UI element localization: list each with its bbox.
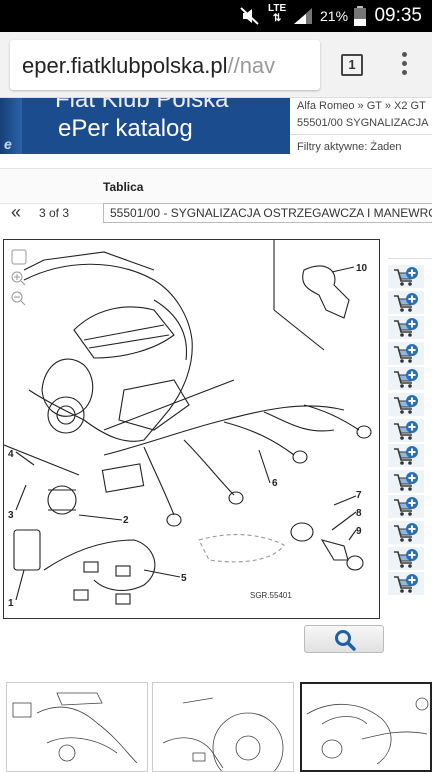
callout-label[interactable]: 9 bbox=[356, 526, 362, 537]
cart-plus-icon bbox=[394, 446, 418, 465]
breadcrumb-table[interactable]: 55501/00 SYGNALIZACJA bbox=[297, 117, 429, 129]
table-thumbnails bbox=[0, 680, 432, 772]
thumbnail-drawing bbox=[162, 697, 284, 771]
cart-plus-icon bbox=[394, 523, 418, 542]
network-type: LTE⇅ bbox=[268, 3, 287, 24]
table-navigation: « 3 of 3 55501/00 - SYGNALIZACJA OSTRZEG… bbox=[0, 202, 432, 224]
callout-label[interactable]: 8 bbox=[356, 508, 362, 519]
callout-label[interactable]: 6 bbox=[272, 478, 278, 489]
search-button[interactable] bbox=[304, 625, 384, 653]
cart-plus-icon bbox=[394, 574, 418, 593]
cart-plus-icon bbox=[394, 292, 418, 312]
page-count: 3 of 3 bbox=[39, 206, 70, 220]
table-thumbnail-selected[interactable] bbox=[300, 682, 432, 772]
mute-icon bbox=[240, 7, 259, 25]
overflow-menu-icon[interactable] bbox=[398, 52, 410, 80]
tab-switcher-button[interactable]: 1 bbox=[341, 54, 363, 76]
callout-label[interactable]: 10 bbox=[356, 263, 368, 274]
banner-side-logo: e bbox=[0, 98, 22, 154]
battery-percent: 21% bbox=[320, 8, 349, 24]
callout-label[interactable]: 3 bbox=[8, 510, 14, 521]
table-header-row: Tablica bbox=[0, 168, 432, 204]
breadcrumb[interactable]: Alfa Romeo » GT » X2 GT 55501/00 SYGNALI… bbox=[297, 100, 432, 134]
add-to-cart-button[interactable] bbox=[388, 444, 424, 469]
divider bbox=[290, 134, 432, 135]
clock: 09:35 bbox=[374, 5, 422, 26]
active-filters: Filtry aktywne: Żaden bbox=[297, 141, 402, 153]
callout-label[interactable]: 4 bbox=[8, 449, 14, 460]
callout-label[interactable]: 2 bbox=[123, 515, 129, 526]
cart-plus-icon bbox=[394, 471, 418, 491]
url-text: eper.fiatklubpolska.pl//nav bbox=[22, 53, 276, 78]
battery-icon bbox=[354, 6, 366, 26]
banner-title: Fiat Klub Polska bbox=[55, 98, 229, 113]
status-bar: LTE⇅ 21% 09:35 bbox=[0, 0, 432, 32]
breadcrumb-path[interactable]: Alfa Romeo » GT » X2 GT bbox=[297, 100, 426, 112]
parts-diagram-drawing: 1 2 3 4 5 6 7 8 9 10 SGR.55401 bbox=[4, 240, 372, 609]
add-to-cart-button[interactable] bbox=[388, 316, 424, 341]
cart-plus-icon bbox=[394, 318, 418, 337]
table-thumbnail[interactable] bbox=[6, 682, 148, 772]
add-to-cart-button[interactable] bbox=[388, 546, 424, 571]
add-to-cart-button[interactable] bbox=[388, 469, 424, 494]
signal-icon bbox=[294, 8, 312, 24]
url-field[interactable]: eper.fiatklubpolska.pl//nav bbox=[10, 40, 320, 90]
add-to-cart-button[interactable] bbox=[388, 521, 424, 545]
add-to-cart-button[interactable] bbox=[388, 393, 424, 417]
cart-plus-icon bbox=[394, 420, 418, 440]
cart-plus-icon bbox=[394, 548, 418, 568]
cart-plus-icon bbox=[394, 267, 418, 286]
thumbnail-drawing bbox=[306, 697, 429, 765]
cart-plus-icon bbox=[394, 369, 418, 389]
add-to-cart-button[interactable] bbox=[388, 367, 424, 392]
callout-label[interactable]: 5 bbox=[181, 573, 187, 584]
cart-plus-icon bbox=[394, 343, 418, 363]
add-to-cart-button[interactable] bbox=[388, 265, 424, 289]
callout-label[interactable]: 7 bbox=[356, 490, 362, 501]
table-thumbnail[interactable] bbox=[152, 682, 294, 772]
banner-subtitle: ePer katalog bbox=[58, 115, 193, 142]
prev-page-button[interactable]: « bbox=[11, 202, 22, 222]
callout-label[interactable]: 1 bbox=[8, 598, 14, 609]
cart-plus-icon bbox=[394, 395, 418, 414]
add-to-cart-button[interactable] bbox=[388, 495, 424, 520]
thumbnail-drawing bbox=[12, 692, 138, 764]
table-select[interactable]: 55501/00 - SYGNALIZACJA OSTRZEGAWCZA I M… bbox=[103, 203, 432, 223]
cart-plus-icon bbox=[394, 497, 418, 517]
add-to-cart-button[interactable] bbox=[388, 418, 424, 443]
site-banner[interactable]: e Fiat Klub Polska ePer katalog bbox=[0, 98, 290, 154]
add-to-cart-button[interactable] bbox=[388, 341, 424, 366]
diagram-code: SGR.55401 bbox=[250, 591, 292, 600]
divider bbox=[388, 258, 432, 259]
table-header-label: Tablica bbox=[103, 180, 144, 194]
search-icon bbox=[335, 630, 356, 651]
add-to-cart-button[interactable] bbox=[388, 290, 424, 315]
parts-diagram[interactable]: 1 2 3 4 5 6 7 8 9 10 SGR.55401 bbox=[3, 239, 380, 619]
add-to-cart-button[interactable] bbox=[388, 572, 424, 597]
browser-toolbar: eper.fiatklubpolska.pl//nav 1 bbox=[0, 32, 432, 98]
